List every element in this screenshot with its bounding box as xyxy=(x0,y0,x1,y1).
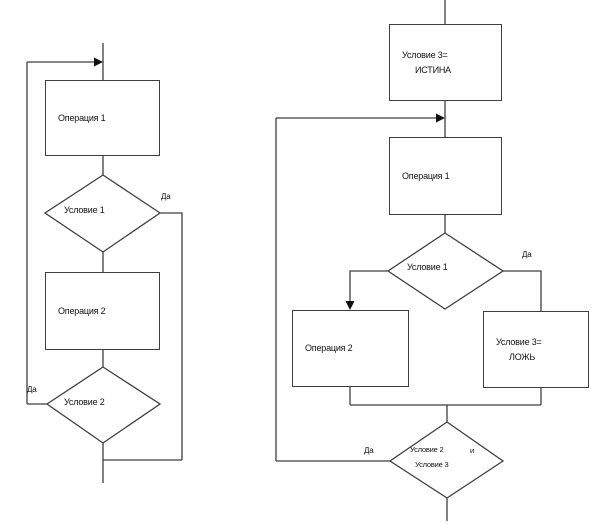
left-condition2-yes-label: Да xyxy=(27,385,37,394)
right-condition2-diamond xyxy=(388,421,505,499)
left-condition2-label: Условие 2 xyxy=(64,397,105,407)
right-operation1-label: Операция 1 xyxy=(402,170,450,181)
left-operation2-box: Операция 2 xyxy=(45,272,160,350)
left-operation1-label: Операция 1 xyxy=(58,112,106,123)
left-flowchart-connectors xyxy=(26,43,183,483)
right-set-false-box: Условие 3= ЛОЖЬ xyxy=(483,311,589,388)
right-set-false-line1: Условие 3= xyxy=(496,336,542,347)
left-condition1-label: Условие 1 xyxy=(64,205,105,215)
left-operation2-label: Операция 2 xyxy=(58,305,106,316)
left-condition1-yes-label: Да xyxy=(161,192,171,201)
left-condition1-diamond xyxy=(43,174,162,253)
arrowhead-into-operation2 xyxy=(345,301,355,310)
right-condition2-line1-label: Условие 2 xyxy=(410,445,444,454)
right-condition1-yes-label: Да xyxy=(522,250,532,259)
right-operation1-box: Операция 1 xyxy=(389,137,502,215)
right-condition2-line2-label: Условие 3 xyxy=(415,460,449,469)
right-operation2-box: Операция 2 xyxy=(292,310,409,387)
right-set-false-line2: ЛОЖЬ xyxy=(509,351,536,362)
arrowheads xyxy=(94,57,445,310)
right-init-true-line1: Условие 3= xyxy=(402,49,448,60)
right-condition1-label: Условие 1 xyxy=(407,262,448,272)
right-flowchart-connectors xyxy=(275,0,542,521)
left-operation1-box: Операция 1 xyxy=(45,80,160,156)
decision-shapes xyxy=(43,174,505,499)
right-init-true-box: Условие 3= ИСТИНА xyxy=(389,24,502,101)
right-operation2-label: Операция 2 xyxy=(305,343,353,353)
right-init-true-line2: ИСТИНА xyxy=(415,64,451,75)
right-condition2-yes-label: Да xyxy=(364,446,374,455)
right-condition2-and-label: и xyxy=(470,446,474,455)
left-condition2-diamond xyxy=(45,366,162,444)
arrowhead-right-loop xyxy=(436,113,445,123)
arrowhead-left-loop xyxy=(94,57,103,67)
right-condition1-diamond xyxy=(386,232,505,310)
